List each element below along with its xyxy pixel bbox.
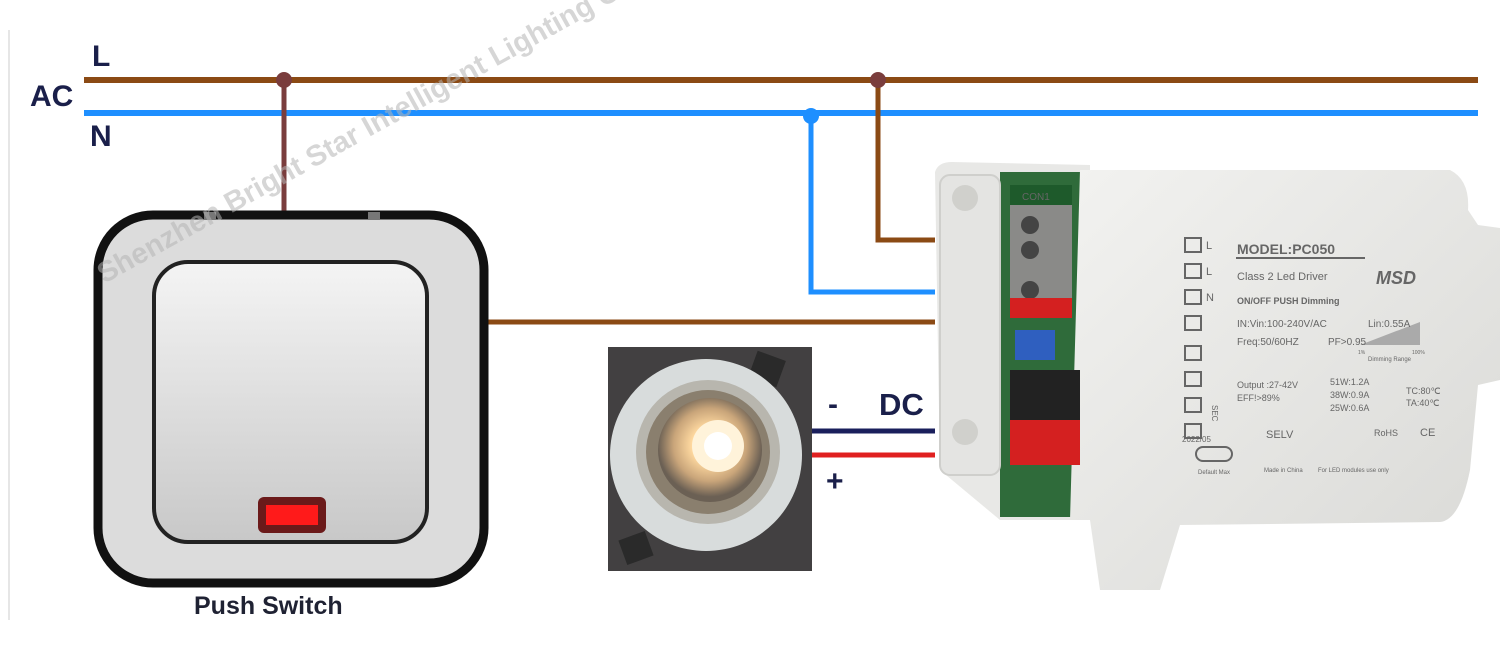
ce-label: CE [1420, 427, 1435, 439]
w51-label: 51W:1.2A [1330, 377, 1369, 387]
current-label: Lin:0.55A [1368, 319, 1411, 330]
line-label: L [92, 40, 111, 73]
w25-label: 25W:0.6A [1330, 403, 1369, 413]
range-low: 1% [1358, 350, 1366, 356]
downlight-photo [608, 347, 812, 571]
led-driver: CON1 L L N MODEL:PC050 Class 2 Led Drive… [935, 162, 1500, 590]
pf-label: PF>0.95 [1328, 337, 1367, 348]
neutral-label: N [90, 120, 112, 153]
dc-plus-label: + [826, 465, 844, 498]
w38-label: 38W:0.9A [1330, 390, 1369, 400]
tc-label: TC:80℃ [1406, 386, 1441, 396]
brand-logo: MSD [1376, 268, 1416, 288]
switch-button [152, 260, 429, 544]
dc-minus-label: - [828, 388, 838, 421]
driver-live-wire [875, 80, 935, 243]
dc-label: DC [879, 387, 924, 422]
output-label: Output :27-42V [1237, 380, 1298, 390]
rohs-label: RoHS [1374, 428, 1398, 438]
push-switch-label: Push Switch [194, 592, 343, 620]
con-label: CON1 [1022, 192, 1050, 203]
sec-label: SEC [1210, 405, 1219, 422]
ta-label: TA:40℃ [1406, 398, 1439, 408]
junction-dot-switch [276, 72, 292, 88]
eff-label: EFF!>89% [1237, 393, 1280, 403]
range-high: 100% [1412, 350, 1425, 356]
junction-dot-driver-live [870, 72, 886, 88]
ac-label: AC [30, 80, 74, 113]
driver-neutral-wire [808, 113, 935, 295]
freq-label: Freq:50/60HZ [1237, 337, 1299, 348]
selv-label: SELV [1266, 429, 1294, 441]
range-label: Dimming Range [1368, 357, 1412, 363]
led-only-label: For LED modules use only [1318, 468, 1389, 474]
term-l1: L [1206, 240, 1212, 252]
input-label: IN:Vin:100-240V/AC [1237, 319, 1327, 330]
mode-label: ON/OFF PUSH Dimming [1237, 296, 1340, 306]
class-label: Class 2 Led Driver [1237, 271, 1328, 283]
date-label: 2022/05 [1182, 435, 1211, 444]
push-switch [93, 210, 489, 588]
indicator-light [266, 505, 318, 525]
term-n: N [1206, 292, 1214, 304]
term-l2: L [1206, 266, 1212, 278]
default-label: Default Max [1198, 470, 1230, 476]
model-label: MODEL:PC050 [1237, 241, 1335, 257]
junction-dot-driver-neutral [803, 108, 819, 124]
made-label: Made in China [1264, 468, 1303, 474]
